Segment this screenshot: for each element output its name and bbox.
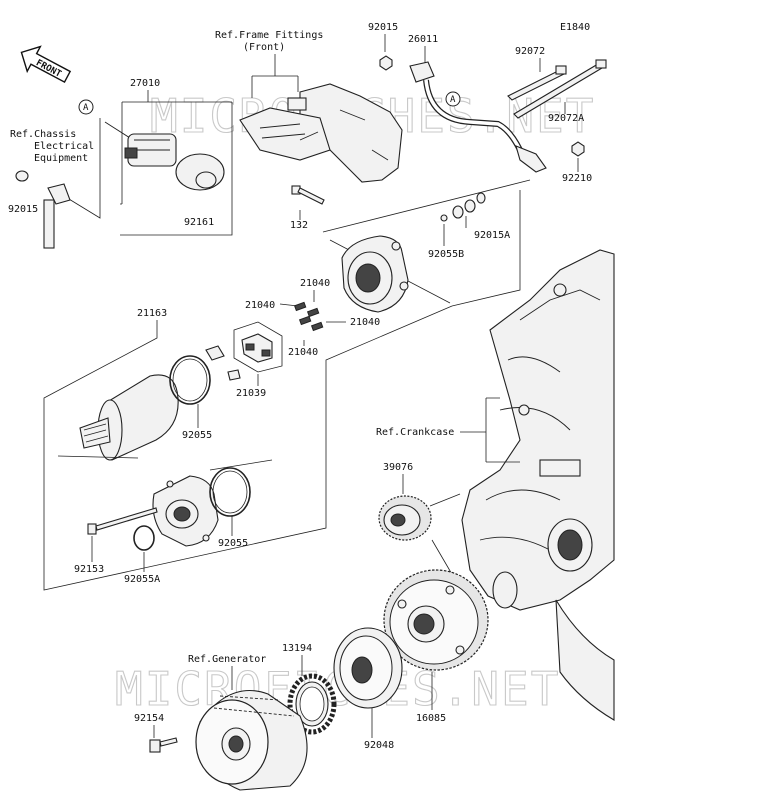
callout-a-left: A [83,103,89,113]
part-label-21039: 21039 [236,388,266,399]
bolt-92154 [149,737,178,753]
cable-tie-92072a [513,59,607,119]
battery-cable-terminal [15,170,71,249]
part-label-92153: 92153 [74,564,104,575]
part-label-21040-b: 21040 [245,300,275,311]
part-label-92015-top: 92015 [368,22,398,33]
part-label-26011: 26011 [408,34,438,45]
part-label-92055-a: 92055 [182,430,212,441]
starter-front-cover [152,475,219,547]
starter-motor-21163 [57,374,179,461]
brush-spring-4 [310,321,324,332]
oring-92055a [133,525,155,551]
oring-92055b [440,214,448,222]
callout-a-right-icon [445,91,461,107]
brush-spring-2 [306,307,320,318]
ref-frame-fittings-line1: Ref.Frame Fittings [215,30,323,41]
ref-chassis-line2: Electrical [34,141,94,152]
front-arrow-icon: FRONT [20,45,72,84]
part-label-21040-c: 21040 [350,317,380,328]
part-label-21040-a: 21040 [300,278,330,289]
part-label-92055B: 92055B [428,249,464,260]
ref-crankcase: Ref.Crankcase [376,427,454,438]
starter-relay [104,121,225,191]
ref-chassis-line3: Equipment [34,153,88,164]
starter-end-cover [341,235,409,313]
washer-92015a-a [452,205,464,219]
part-label-21163: 21163 [137,308,167,319]
part-label-92154: 92154 [134,713,164,724]
generator-rotor [195,690,308,791]
one-way-clutch-13194 [287,673,337,735]
ref-frame-fittings-line2: (Front) [243,42,285,53]
part-label-92055-b: 92055 [218,538,248,549]
part-label-132: 132 [290,220,308,231]
ref-generator: Ref.Generator [188,654,266,665]
brush-holder-21039 [205,321,283,381]
starter-gear-16085 [383,569,489,671]
diagram-code: E1840 [560,22,590,33]
part-label-13194: 13194 [282,643,312,654]
washer-top [476,192,486,204]
washer-92048 [333,627,403,709]
crankcase [461,249,615,721]
part-label-92161: 92161 [184,217,214,228]
frame-bracket [239,83,403,183]
part-label-92072: 92072 [515,46,545,57]
idler-gear-39076 [378,495,432,541]
brush-spring-3 [298,315,312,326]
part-label-92048: 92048 [364,740,394,751]
part-label-21040-d: 21040 [288,347,318,358]
part-label-39076: 39076 [383,462,413,473]
part-label-92015-left: 92015 [8,204,38,215]
part-label-92015A: 92015A [474,230,510,241]
bolt-132 [291,185,325,205]
cable-tie-92072 [507,65,567,101]
part-label-16085: 16085 [416,713,446,724]
part-label-92055A: 92055A [124,574,160,585]
washer-92015a-b [464,199,476,213]
part-label-92072A: 92072A [548,113,584,124]
oring-92055-upper [169,355,211,405]
part-label-27010: 27010 [130,78,160,89]
ref-chassis-line1: Ref.Chassis [10,129,76,140]
part-label-92210: 92210 [562,173,592,184]
starter-cable [379,55,547,173]
callout-a-left-icon [78,99,94,115]
bolt-92153 [87,507,158,535]
brush-spring-1 [293,301,307,312]
nut-92210 [571,141,585,157]
oring-92055-lower [209,467,251,517]
callout-a-right: A [450,95,456,105]
